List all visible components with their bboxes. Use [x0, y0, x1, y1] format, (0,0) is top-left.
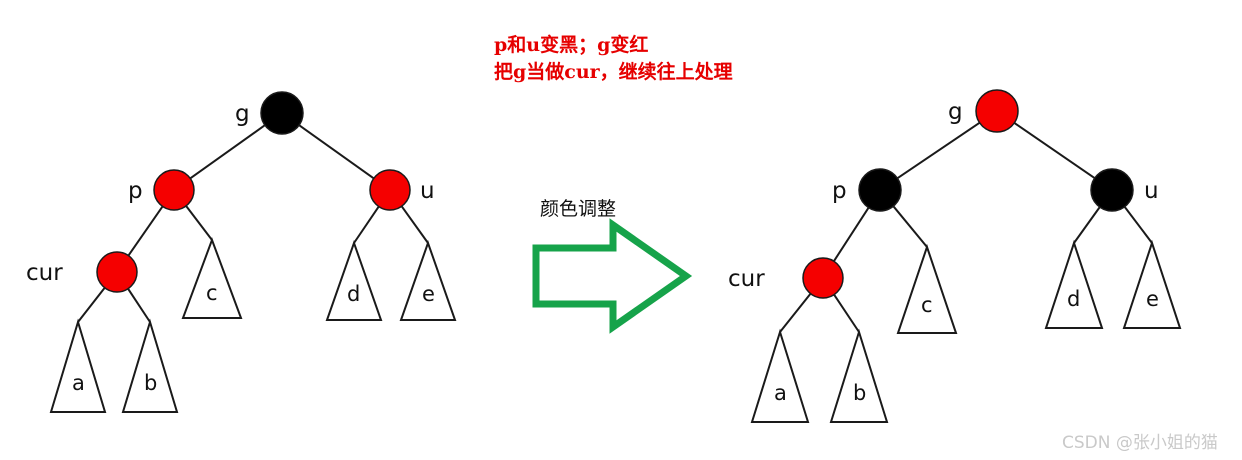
transition-caption: 颜色调整 — [540, 198, 617, 220]
after-node-label-cur: cur — [728, 266, 765, 292]
before-subtree-b — [121, 318, 179, 413]
before-edge-u-e — [400, 204, 429, 244]
before-subtree-label-c: c — [206, 281, 218, 305]
after-tree-group: a b c d e g p u cur — [728, 89, 1182, 423]
before-edge-p-c — [184, 204, 213, 241]
annotation-note: p和u变黑；g变红 把g当做cur，继续往上处理 — [494, 32, 733, 86]
after-subtree-label-c: c — [921, 293, 933, 317]
after-node-label-u: u — [1144, 178, 1159, 204]
after-node-label-g: g — [948, 99, 963, 125]
before-subtree-label-d: d — [347, 282, 360, 306]
right-arrow-icon — [532, 218, 693, 334]
after-subtree-d — [1044, 239, 1104, 329]
after-edge-p-c — [891, 204, 928, 248]
after-subtree-e — [1122, 239, 1182, 329]
watermark-label: CSDN @张小姐的猫 — [1062, 433, 1218, 453]
after-node-cur — [802, 257, 844, 299]
before-edge-g-u — [297, 123, 376, 180]
after-subtree-label-d: d — [1067, 287, 1080, 311]
before-node-u — [369, 169, 411, 211]
after-node-p — [858, 168, 902, 212]
before-node-cur — [96, 251, 138, 293]
after-subtree-label-e: e — [1146, 287, 1159, 311]
before-node-label-u: u — [420, 178, 435, 204]
after-node-u — [1090, 168, 1134, 212]
annotation-line-1: p和u变黑；g变红 — [494, 34, 649, 56]
after-subtree-label-a: a — [774, 381, 787, 405]
transition-arrow-group — [532, 218, 693, 334]
after-node-label-p: p — [832, 178, 847, 204]
after-edge-u-d — [1073, 205, 1102, 244]
before-node-p — [153, 169, 195, 211]
before-subtree-d — [325, 239, 383, 321]
after-subtree-b — [829, 328, 889, 423]
before-subtree-label-b: b — [144, 371, 157, 395]
before-node-label-p: p — [128, 178, 143, 204]
annotation-line-2: 把g当做cur，继续往上处理 — [494, 61, 733, 83]
after-edge-cur-a — [779, 292, 812, 333]
before-edge-cur-b — [126, 287, 151, 323]
after-edge-g-p — [896, 121, 981, 180]
before-node-label-cur: cur — [26, 260, 63, 286]
before-edge-p-cur — [127, 205, 164, 257]
after-edge-p-cur — [832, 206, 870, 263]
after-node-g — [975, 89, 1019, 133]
before-edge-u-d — [353, 205, 381, 244]
before-node-g — [260, 91, 304, 135]
before-subtree-e — [399, 239, 457, 321]
before-subtree-a — [49, 318, 107, 413]
before-node-label-g: g — [235, 101, 250, 127]
after-subtree-c — [896, 243, 958, 334]
before-edge-g-p — [188, 123, 267, 180]
after-edge-u-e — [1123, 205, 1153, 244]
before-subtree-c — [181, 237, 243, 319]
after-edge-cur-b — [832, 293, 860, 333]
before-subtree-label-a: a — [72, 371, 85, 395]
after-subtree-a — [750, 328, 810, 423]
before-tree-group: a b c d e g p u cur — [26, 91, 457, 413]
after-edge-g-u — [1012, 121, 1097, 180]
before-subtree-label-e: e — [422, 282, 435, 306]
before-edge-cur-a — [77, 286, 107, 323]
after-subtree-label-b: b — [853, 381, 866, 405]
